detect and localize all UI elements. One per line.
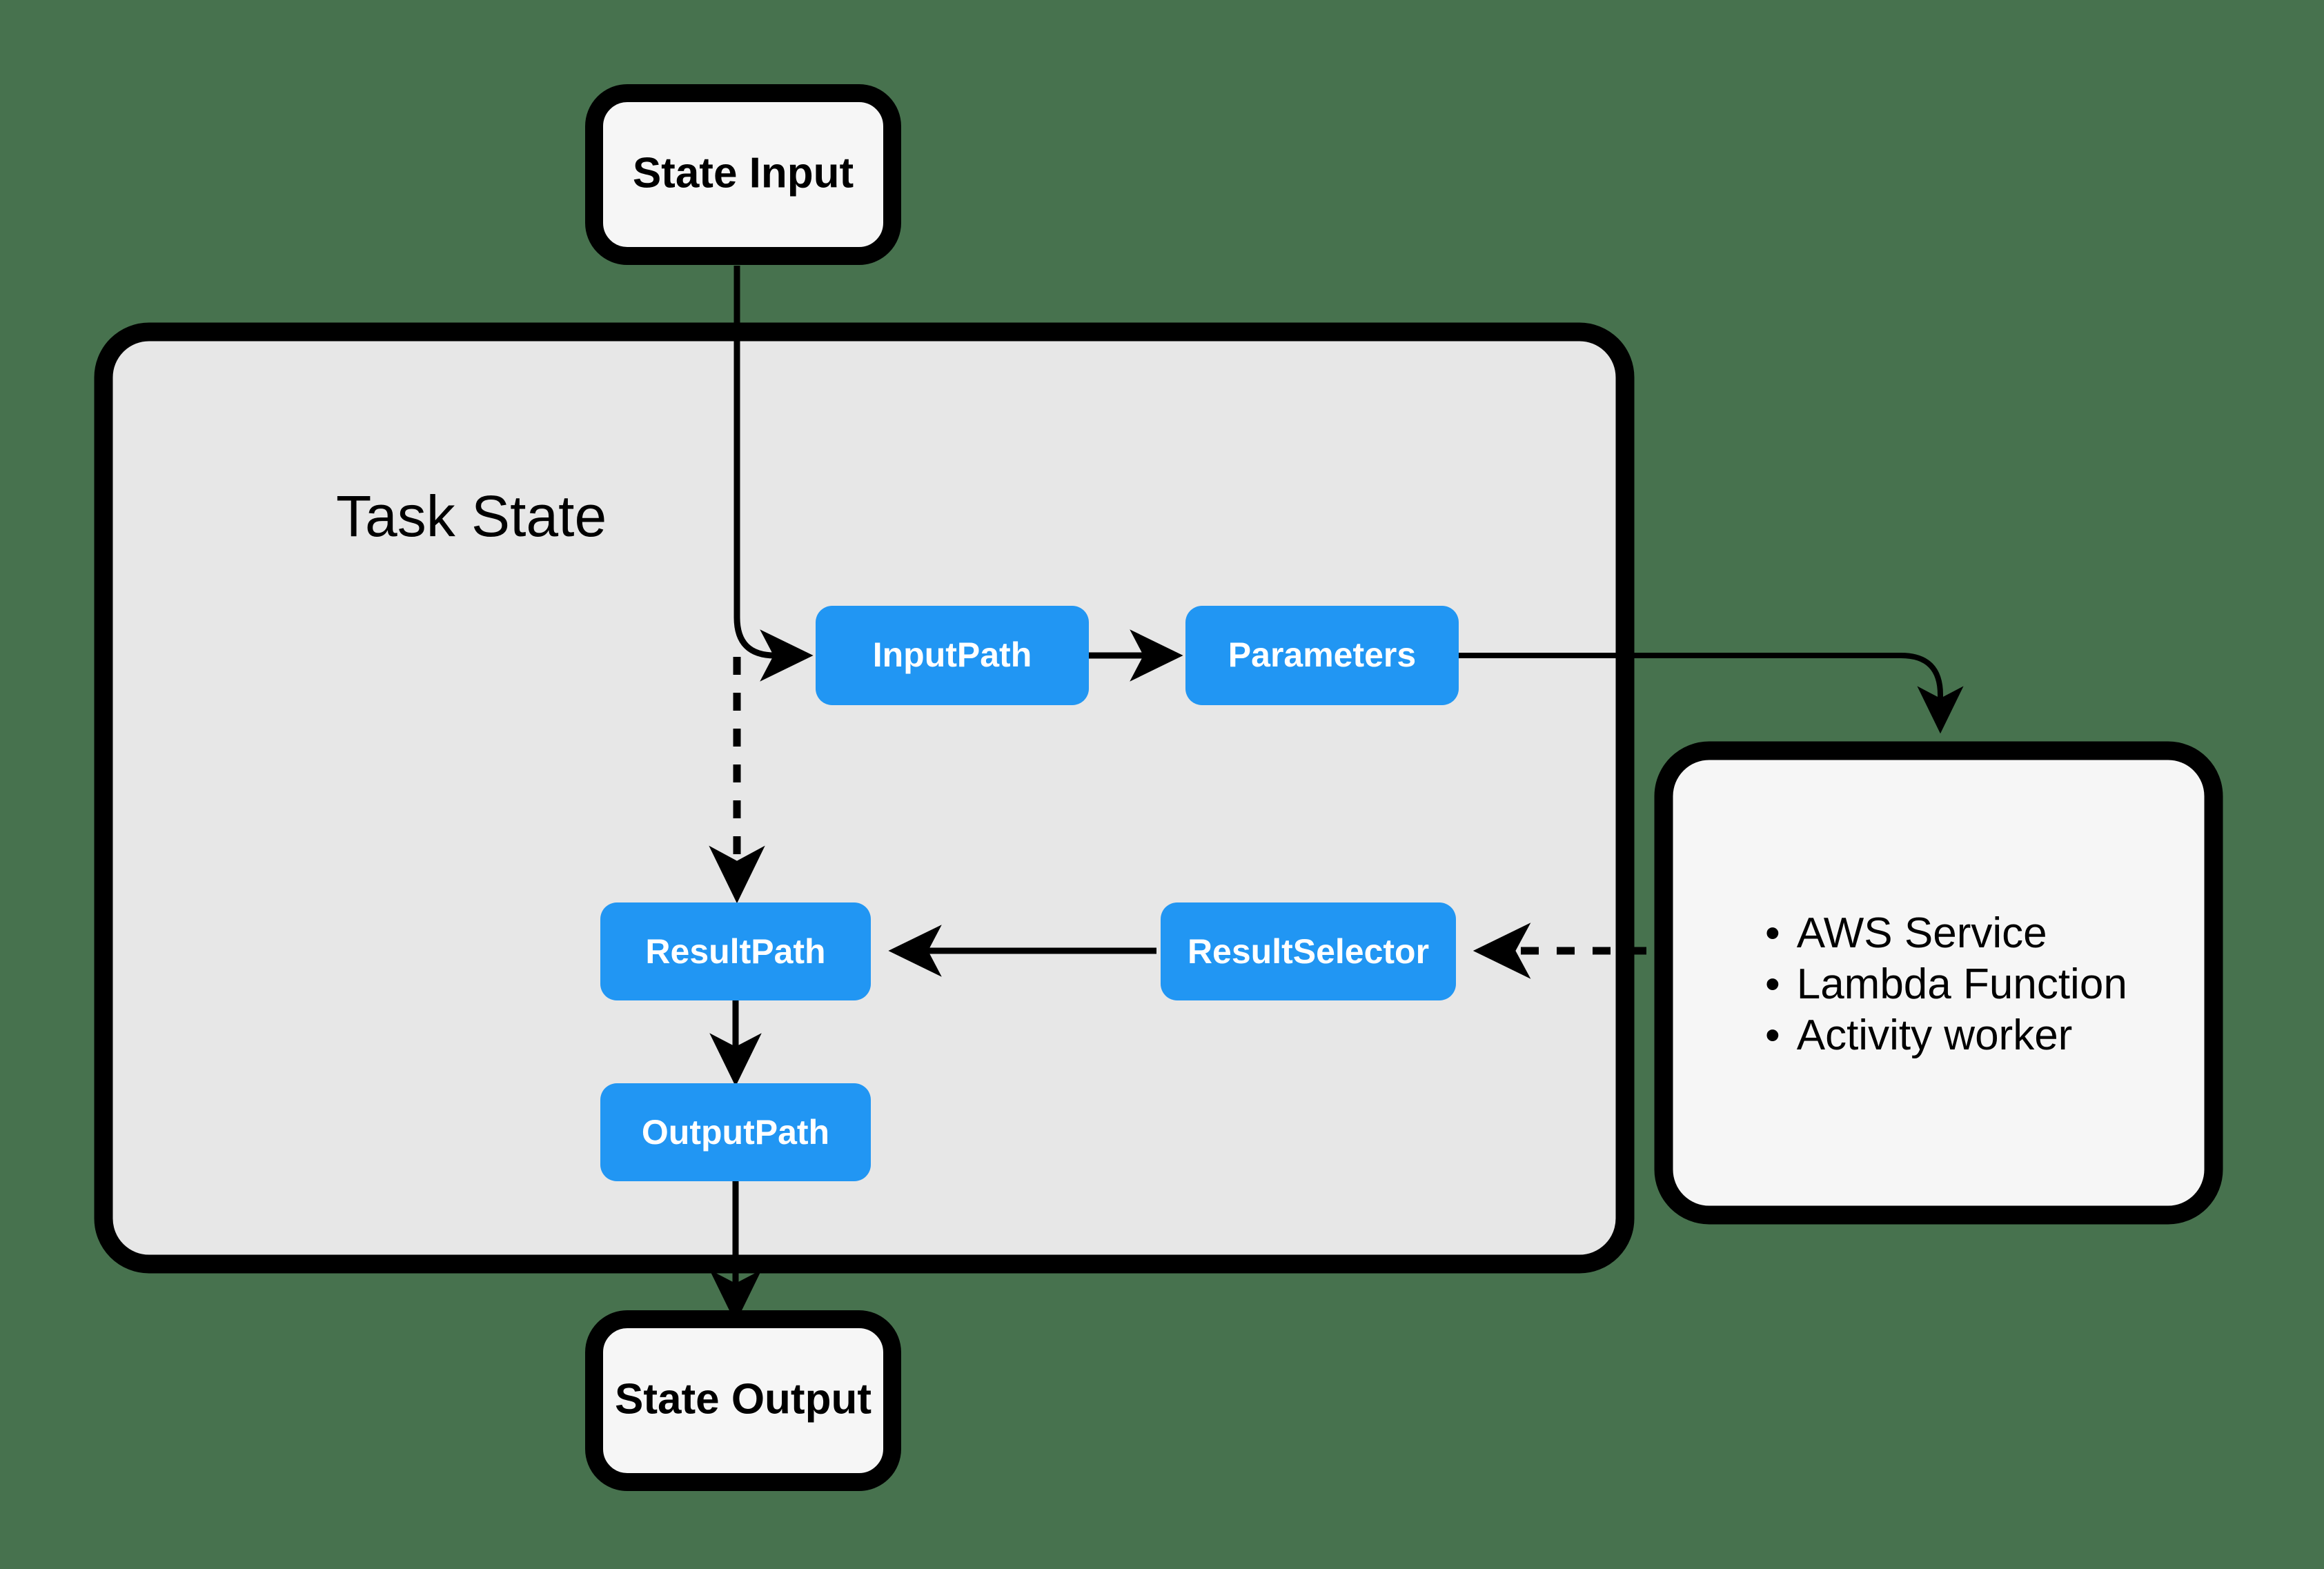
state-output-box[interactable] [585, 1310, 901, 1491]
resource-bullet-item-2: • Lambda Function [1765, 960, 2127, 1008]
bullet-glyph-3: • [1765, 1012, 1780, 1059]
node-result-selector[interactable]: ResultSelector [1161, 902, 1456, 1000]
node-resource[interactable]: • AWS Service • Lambda Function • Activity … [1654, 741, 2223, 1225]
result-selector-label: ResultSelector [1188, 932, 1429, 971]
resource-bullet-list: • AWS Service • Lambda Function • Activity … [1765, 909, 2127, 1059]
resource-bullet-item-1: • AWS Service [1765, 909, 2047, 957]
result-selector-box[interactable] [1161, 902, 1456, 1000]
node-result-path[interactable]: ResultPath [600, 902, 871, 1000]
node-parameters[interactable]: Parameters [1185, 606, 1459, 705]
resource-bullet-label-2: Lambda Function [1797, 960, 2127, 1008]
edge-parameters-to-resource [1458, 653, 1964, 734]
input-path-label: InputPath [873, 635, 1032, 674]
state-input-label: State Input [633, 149, 854, 197]
resource-box[interactable] [1654, 741, 2223, 1225]
edge-state-input-to-input-path [733, 266, 814, 682]
bullet-glyph-2: • [1765, 960, 1780, 1008]
task-state-container-box [94, 322, 1635, 1274]
result-path-label: ResultPath [645, 932, 825, 971]
parameters-box[interactable] [1185, 606, 1459, 705]
result-path-box[interactable] [600, 902, 871, 1000]
input-path-box[interactable] [816, 606, 1089, 705]
resource-bullet-item-3: • Activity worker [1765, 1012, 2072, 1059]
output-path-box[interactable] [600, 1083, 871, 1181]
node-state-output[interactable]: State Output [585, 1310, 901, 1491]
resource-bullet-label-1: AWS Service [1797, 909, 2047, 957]
state-input-box[interactable] [585, 84, 901, 265]
node-output-path[interactable]: OutputPath [600, 1083, 871, 1181]
bullet-glyph-1: • [1765, 909, 1780, 957]
parameters-label: Parameters [1228, 635, 1416, 674]
resource-bullet-label-3: Activity worker [1797, 1012, 2073, 1059]
output-path-label: OutputPath [642, 1113, 829, 1152]
task-state-container: Task State [94, 322, 1635, 1274]
node-input-path[interactable]: InputPath [816, 606, 1089, 705]
state-output-label: State Output [615, 1375, 872, 1423]
task-state-title: Task State [336, 484, 607, 549]
node-state-input[interactable]: State Input [585, 84, 901, 265]
